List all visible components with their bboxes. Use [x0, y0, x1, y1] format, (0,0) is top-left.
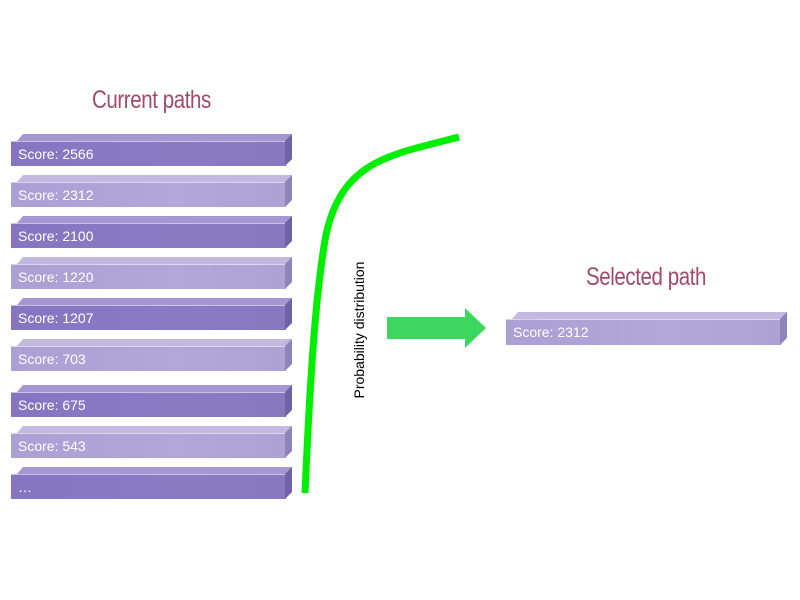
path-item: Score: 2312	[11, 175, 292, 207]
bar-top-face	[17, 385, 292, 392]
path-item: Score: 675	[11, 385, 292, 417]
bar-top-face	[17, 175, 292, 182]
path-item: Score: 2100	[11, 216, 292, 248]
current-paths-heading: Current paths	[92, 86, 211, 114]
path-score-label: …	[11, 474, 286, 499]
bar-side-face	[285, 426, 292, 458]
path-item: Score: 1220	[11, 257, 292, 289]
bar-side-face	[285, 216, 292, 248]
selected-path-item: Score: 2312	[506, 312, 787, 345]
selected-path-heading: Selected path	[586, 263, 707, 291]
bar-side-face	[285, 134, 292, 166]
path-item-more: …	[11, 467, 292, 499]
path-item: Score: 703	[11, 339, 292, 371]
selected-score-label: Score: 2312	[506, 319, 781, 345]
bar-top-face	[17, 339, 292, 346]
path-item: Score: 1207	[11, 298, 292, 330]
bar-side-face	[285, 257, 292, 289]
bar-side-face	[285, 298, 292, 330]
bar-top-face	[17, 216, 292, 223]
bar-side-face	[285, 385, 292, 417]
path-score-label: Score: 543	[11, 433, 286, 458]
bar-side-face	[285, 175, 292, 207]
bar-top-face	[17, 134, 292, 141]
bar-top-face	[17, 426, 292, 433]
path-score-label: Score: 2100	[11, 223, 286, 248]
path-score-label: Score: 1207	[11, 305, 286, 330]
bar-top-face	[17, 467, 292, 474]
path-item: Score: 543	[11, 426, 292, 458]
path-score-label: Score: 2566	[11, 141, 286, 166]
path-score-label: Score: 675	[11, 392, 286, 417]
bar-top-face	[17, 257, 292, 264]
probability-curve	[301, 133, 460, 494]
bar-top-face	[512, 312, 787, 319]
right-arrow-icon	[387, 308, 486, 348]
bar-side-face	[780, 312, 787, 345]
bar-top-face	[17, 298, 292, 305]
path-score-label: Score: 703	[11, 346, 286, 371]
path-score-label: Score: 1220	[11, 264, 286, 289]
bar-side-face	[285, 339, 292, 371]
path-score-label: Score: 2312	[11, 182, 286, 207]
path-item: Score: 2566	[11, 134, 292, 166]
probability-distribution-label: Probability distribution	[351, 261, 367, 399]
bar-side-face	[285, 467, 292, 499]
